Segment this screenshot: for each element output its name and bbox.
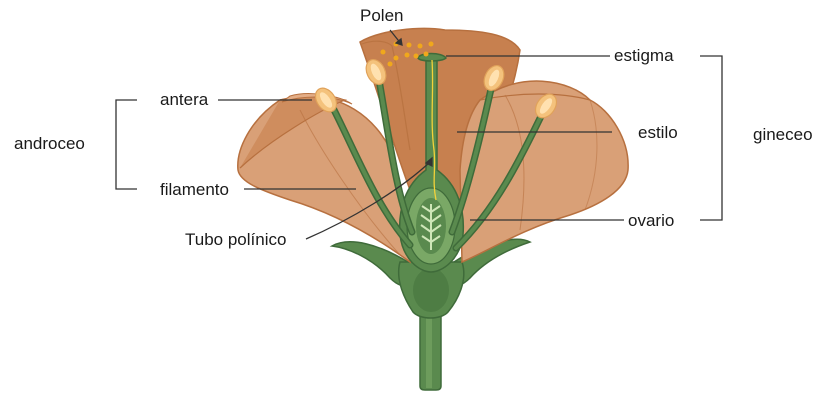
label-estilo: estilo (638, 123, 678, 143)
label-antera: antera (160, 90, 208, 110)
label-filamento: filamento (160, 180, 229, 200)
label-polen: Polen (360, 6, 403, 26)
label-tubo-polinico: Tubo polínico (185, 230, 286, 250)
label-estigma: estigma (614, 46, 674, 66)
label-gineceo: gineceo (753, 125, 813, 145)
label-ovario: ovario (628, 211, 674, 231)
label-androceo: androceo (14, 134, 85, 154)
